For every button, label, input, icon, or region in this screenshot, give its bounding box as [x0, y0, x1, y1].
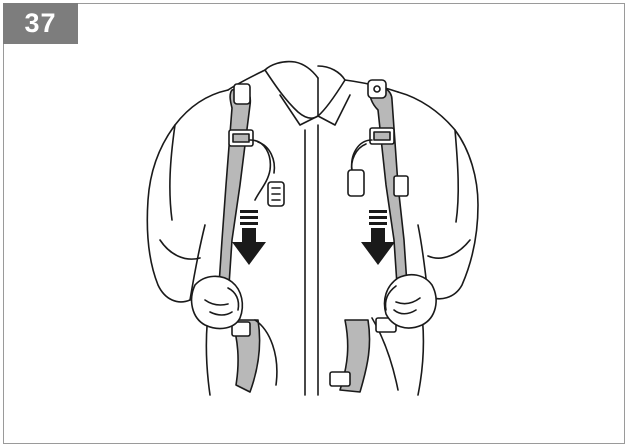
left-hand	[192, 276, 243, 328]
down-arrow-right-icon	[361, 210, 395, 265]
shirt-outline	[147, 62, 478, 395]
down-arrow-left-icon	[232, 210, 266, 265]
right-shoulder-strap	[330, 80, 408, 392]
right-hand	[385, 275, 437, 328]
